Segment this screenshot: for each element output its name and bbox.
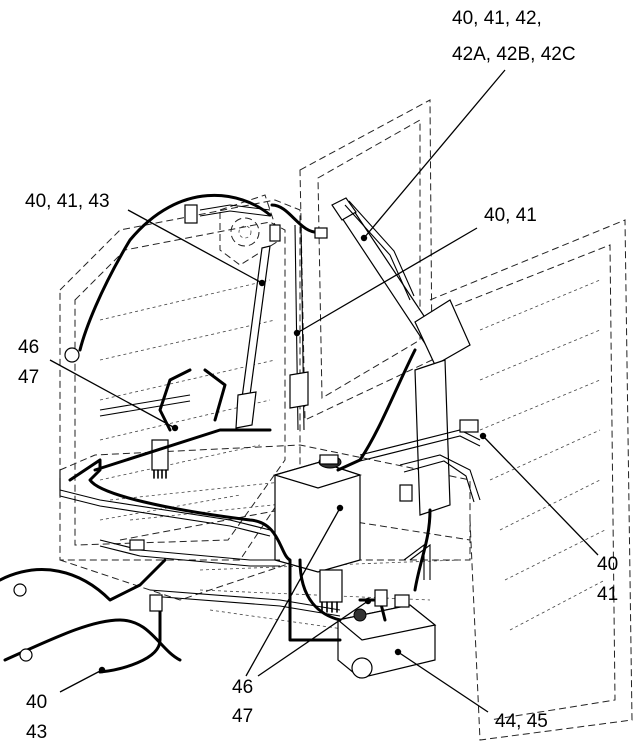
leader-7b-dot	[364, 597, 372, 605]
callout-1-line2: 42A, 42B, 42C	[452, 44, 576, 65]
callout-6-line1: 40	[26, 692, 47, 713]
callout-leaders	[49, 69, 599, 713]
leader-2	[127, 209, 263, 284]
callout-5-line1: 40	[597, 554, 618, 575]
hydraulic-cylinders	[235, 197, 471, 516]
leader-1-dot	[360, 234, 368, 242]
callout-7-line1: 46	[232, 677, 253, 698]
leader-7a	[245, 507, 341, 677]
leader-8	[397, 651, 489, 713]
control-valve-block	[336, 594, 437, 679]
leader-5-dot	[479, 432, 487, 440]
leader-2-dot	[258, 279, 266, 287]
callout-labels: 40, 41, 42, 42A, 42B, 42C 40, 41, 43 40,…	[18, 8, 618, 743]
hose-fittings	[13, 204, 479, 662]
callout-2-line1: 40, 41, 43	[25, 191, 110, 212]
reservoir-tank	[272, 454, 362, 573]
callout-5-line2: 41	[597, 584, 618, 605]
leader-7a-dot	[336, 504, 344, 512]
leader-6-dot	[98, 666, 106, 674]
callout-6-line2: 43	[26, 722, 47, 743]
callout-8-line1: 44, 45	[495, 711, 548, 732]
callout-4-line1: 46	[18, 337, 39, 358]
leader-3	[296, 227, 478, 334]
leader-3-dot	[293, 329, 301, 337]
callout-1-line1: 40, 41, 42,	[452, 8, 542, 29]
hydraulic-tubes	[59, 200, 481, 617]
leader-5	[482, 435, 599, 556]
leader-6	[59, 669, 103, 693]
callout-7-line2: 47	[232, 706, 253, 727]
leader-4	[49, 359, 176, 429]
filter-brush-left	[151, 439, 169, 479]
leader-7b	[257, 600, 369, 677]
leader-4-dot	[171, 424, 179, 432]
callout-4-line2: 47	[18, 367, 39, 388]
leader-1	[363, 69, 506, 239]
leader-8-dot	[394, 648, 402, 656]
callout-3-line1: 40, 41	[484, 205, 537, 226]
filter-brush-center	[319, 569, 343, 613]
